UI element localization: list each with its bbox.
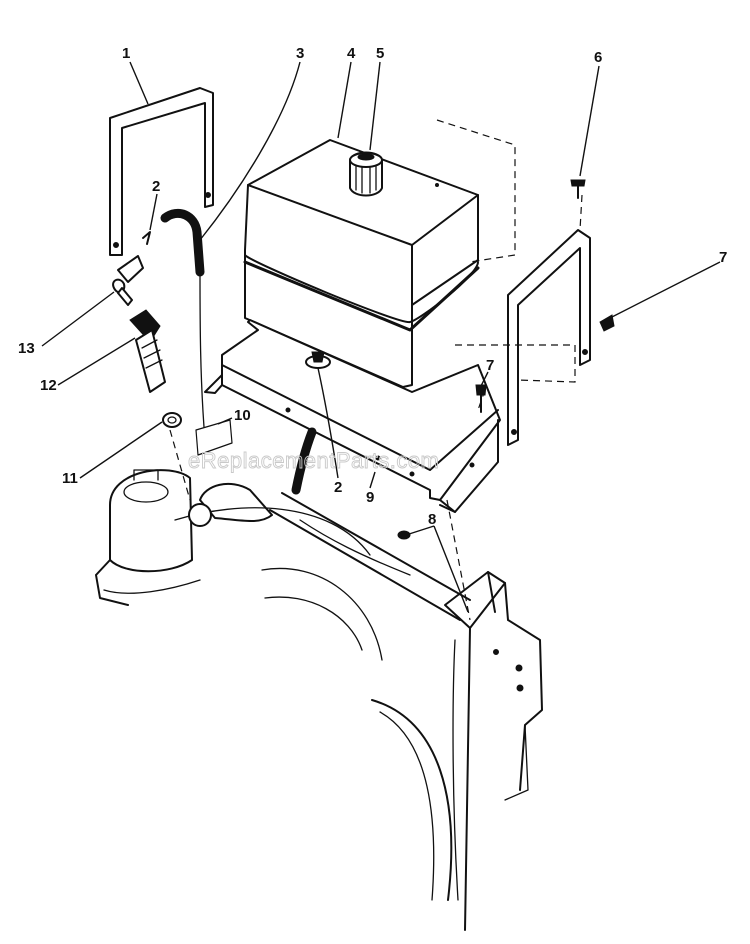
part-3-fuel-hose: [160, 209, 317, 495]
callout-12: 12: [40, 377, 57, 394]
callout-10: 10: [234, 407, 251, 424]
callout-9: 9: [366, 489, 374, 506]
callout-2-hose-clamp: 2: [152, 178, 160, 195]
part-11-fitting: [162, 412, 182, 428]
part-7-bolt-plate: [475, 384, 487, 413]
callout-8: 8: [428, 511, 436, 528]
callout-2-outlet: 2: [334, 479, 342, 496]
watermark: eReplacementParts.com: [188, 448, 439, 473]
part-7-nut-right: [599, 314, 615, 332]
part-12-fuel-filter: [129, 309, 166, 393]
callout-7-right: 7: [719, 249, 727, 266]
part-2-tank-outlet: [305, 351, 331, 369]
assembly-guide-lines: [169, 119, 583, 621]
part-13-fuel-valve: [112, 255, 144, 306]
callout-7-plate: 7: [486, 357, 494, 374]
part-6-bolt: [570, 179, 586, 199]
part-4-fuel-tank: [243, 139, 480, 388]
part-1-tank-strap-left: [109, 87, 214, 256]
callout-13: 13: [18, 340, 35, 357]
part-2-hose-clamp: [142, 231, 151, 245]
part-9-mounting-plate: [204, 319, 501, 513]
callout-3: 3: [296, 45, 304, 62]
callout-5: 5: [376, 45, 384, 62]
engine-housing: [95, 469, 543, 931]
leader-lines: [41, 61, 721, 613]
part-tank-strap-right: [507, 229, 591, 446]
callout-1: 1: [122, 45, 130, 62]
callout-4: 4: [347, 45, 356, 62]
callout-6: 6: [594, 49, 602, 66]
callout-11: 11: [62, 470, 78, 487]
part-8-washer: [397, 530, 411, 540]
part-5-fuel-cap: [349, 151, 383, 197]
callout-labels: 1 2 3 4 5 6 7 7 8 9 10 2 11 12 13: [18, 45, 727, 528]
